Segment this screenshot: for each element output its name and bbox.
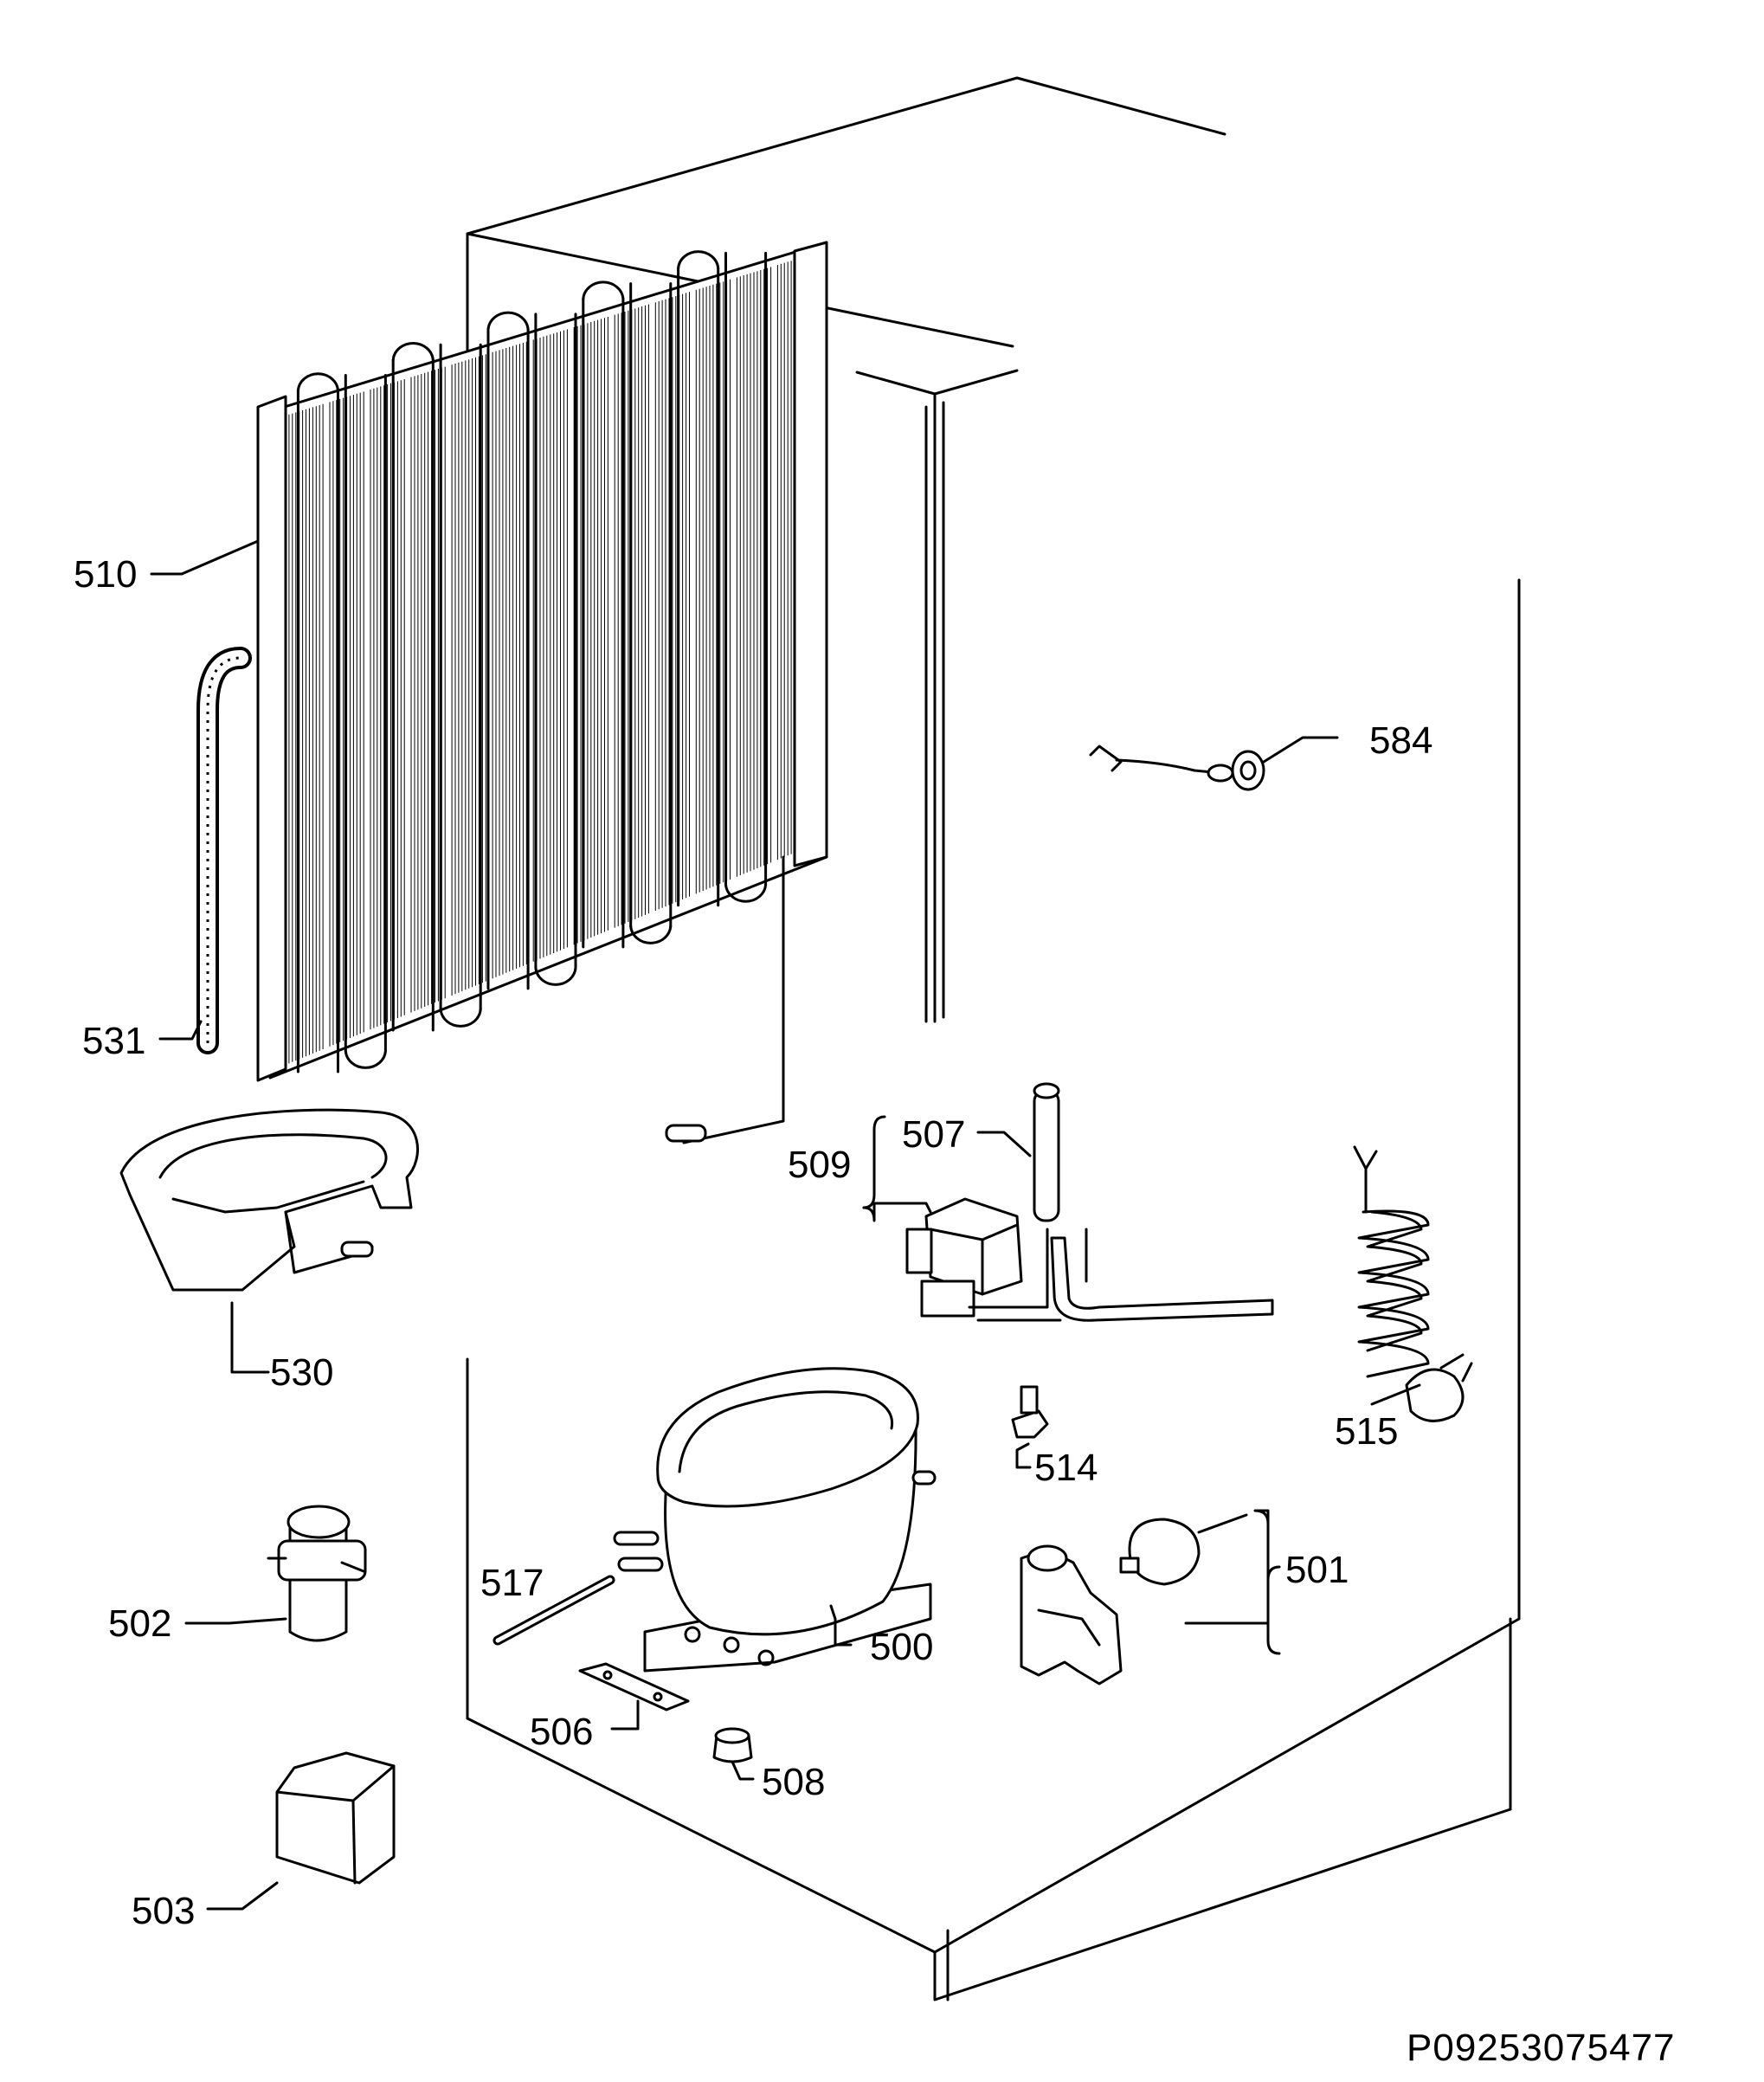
compressor [613,1367,937,1673]
start-capacitor [275,1751,396,1885]
label-510: 510 [74,553,137,596]
grommet [1011,1385,1049,1439]
label-584: 584 [1369,719,1432,762]
drain-hose [196,647,252,1054]
label-531: 531 [82,1020,145,1062]
condenser [256,241,828,1144]
tube-rod [493,1575,615,1646]
leader-lines [150,539,1421,1911]
mounting-bracket [578,1662,690,1711]
solenoid-valve [905,1197,1274,1322]
label-509: 509 [788,1144,851,1186]
label-530: 530 [270,1351,333,1394]
label-502: 502 [108,1602,171,1645]
starter-relay [267,1505,367,1642]
power-cable [1353,1145,1473,1422]
label-515: 515 [1335,1410,1398,1453]
label-508: 508 [762,1761,825,1803]
part-labels: 510 531 530 502 503 507 509 584 515 514 … [74,553,1432,1932]
relay-thermal-protector-group [1020,1518,1201,1686]
label-507: 507 [902,1113,965,1156]
document-code: P09253075477 [1407,2027,1676,2069]
label-501: 501 [1285,1549,1349,1591]
appliance-cabinet-outline [466,76,1521,2001]
label-514: 514 [1034,1447,1098,1489]
drip-tray [119,1108,419,1292]
sensor-probe [1089,744,1265,791]
label-503: 503 [132,1890,195,1932]
rubber-foot [712,1727,753,1763]
label-500: 500 [870,1626,933,1668]
drier-filter [1033,1082,1060,1222]
label-517: 517 [480,1562,544,1604]
label-506: 506 [530,1711,593,1753]
